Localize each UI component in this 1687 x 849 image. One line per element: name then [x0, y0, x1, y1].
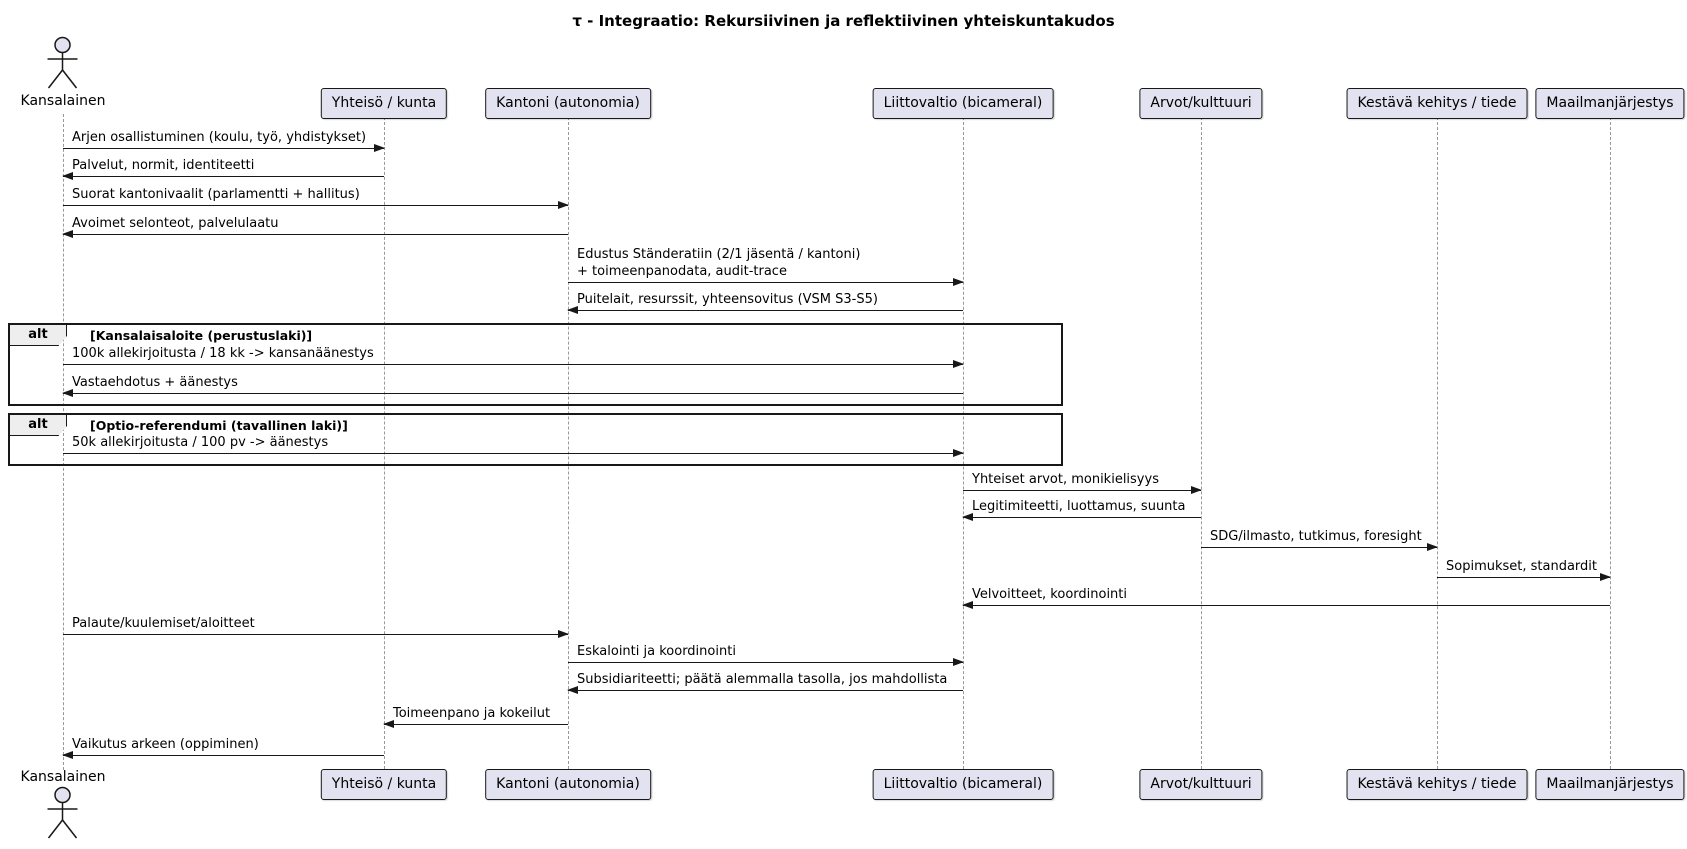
participant-box-yhteiso-bottom: Yhteisö / kunta: [320, 769, 448, 800]
message-arrow: [62, 172, 384, 180]
alt-fragment-optio-referendumi: alt [Optio-referendumi (tavallinen laki)…: [8, 413, 1063, 466]
message-row: Suorat kantonivaalit (parlamentti + hall…: [63, 186, 569, 209]
message-text: Subsidiariteetti; päätä alemmalla tasoll…: [577, 672, 948, 687]
message-row: SDG/ilmasto, tutkimus, foresight: [1201, 528, 1438, 551]
message-row: Edustus Ständeratiin (2/1 jäsentä / kant…: [568, 246, 964, 286]
lifeline-yhteiso: [384, 117, 385, 769]
actor-label: Kansalainen: [20, 93, 106, 109]
message-arrow: [63, 630, 569, 638]
message-text: Vaikutus arkeen (oppiminen): [72, 737, 259, 752]
actor-kansalainen-top: Kansalainen: [20, 36, 106, 110]
message-arrow: [1201, 543, 1438, 551]
actor-kansalainen-bottom: Kansalainen: [20, 768, 106, 842]
message-text: Eskalointi ja koordinointi: [577, 644, 736, 659]
participant-box-arvot-bottom: Arvot/kulttuuri: [1139, 769, 1263, 800]
message-text: Puitelait, resurssit, yhteensovitus (VSM…: [577, 292, 878, 307]
message-arrow: [568, 658, 964, 666]
message-row: Avoimet selonteot, palvelulaatu: [62, 215, 568, 238]
participant-box-yhteiso-top: Yhteisö / kunta: [320, 88, 448, 119]
message-arrow: [567, 306, 963, 314]
participant-box-maailman-bottom: Maailmanjärjestys: [1535, 769, 1685, 800]
message-row: Legitimiteetti, luottamus, suunta: [962, 498, 1201, 521]
message-row: Palvelut, normit, identiteetti: [62, 157, 384, 180]
participant-box-kantoni-top: Kantoni (autonomia): [485, 88, 651, 119]
message-text: Suorat kantonivaalit (parlamentti + hall…: [72, 187, 360, 202]
message-row: Sopimukset, standardit: [1437, 558, 1611, 581]
lifeline-kansalainen: [63, 114, 64, 770]
alt-operator: alt: [10, 415, 67, 436]
message-text: Legitimiteetti, luottamus, suunta: [972, 499, 1186, 514]
message-text: Yhteiset arvot, monikielisyys: [972, 472, 1159, 487]
message-arrow: [383, 720, 568, 728]
message-row: Velvoitteet, koordinointi: [962, 586, 1610, 609]
message-text: Palvelut, normit, identiteetti: [72, 158, 255, 173]
participant-box-liittovaltio-bottom: Liittovaltio (bicameral): [872, 769, 1054, 800]
message-arrow: [62, 389, 963, 397]
message-row: Palaute/kuulemiset/aloitteet: [63, 615, 569, 638]
message-arrow: [963, 486, 1202, 494]
message-arrow: [63, 360, 964, 368]
message-text: Arjen osallistuminen (koulu, työ, yhdist…: [72, 130, 367, 145]
message-row: 50k allekirjoitusta / 100 pv -> äänestys: [63, 434, 964, 457]
message-row: Eskalointi ja koordinointi: [568, 643, 964, 666]
lifeline-arvot: [1201, 117, 1202, 769]
stick-figure-icon: [47, 786, 78, 839]
message-text: 100k allekirjoitusta / 18 kk -> kansanää…: [72, 346, 374, 361]
message-arrow: [62, 751, 384, 759]
message-arrow: [62, 230, 568, 238]
message-arrow: [962, 513, 1201, 521]
message-row: Vaikutus arkeen (oppiminen): [62, 736, 384, 759]
message-text: Toimeenpano ja kokeilut: [393, 706, 551, 721]
alt-fragment-kansalaisaloite: alt [Kansalaisaloite (perustuslaki)]: [8, 323, 1063, 406]
message-text: Avoimet selonteot, palvelulaatu: [72, 216, 279, 231]
participant-box-kestava-top: Kestävä kehitys / tiede: [1346, 88, 1528, 119]
message-text: Edustus Ständeratiin (2/1 jäsentä / kant…: [577, 247, 861, 279]
message-row: Puitelait, resurssit, yhteensovitus (VSM…: [567, 291, 963, 314]
lifeline-liittovaltio: [963, 117, 964, 769]
message-arrow: [962, 601, 1610, 609]
stick-figure-icon: [47, 36, 78, 89]
message-arrow: [63, 144, 385, 152]
message-row: 100k allekirjoitusta / 18 kk -> kansanää…: [63, 345, 964, 368]
message-text: Velvoitteet, koordinointi: [972, 587, 1128, 602]
lifeline-kantoni: [568, 117, 569, 769]
participant-box-maailman-top: Maailmanjärjestys: [1535, 88, 1685, 119]
lifeline-maailman: [1610, 117, 1611, 769]
participant-box-kestava-bottom: Kestävä kehitys / tiede: [1346, 769, 1528, 800]
participant-box-arvot-top: Arvot/kulttuuri: [1139, 88, 1263, 119]
message-row: Yhteiset arvot, monikielisyys: [963, 471, 1202, 494]
participant-box-liittovaltio-top: Liittovaltio (bicameral): [872, 88, 1054, 119]
actor-label: Kansalainen: [20, 769, 106, 785]
message-arrow: [1437, 573, 1611, 581]
message-text: Sopimukset, standardit: [1446, 559, 1598, 574]
message-arrow: [568, 278, 964, 286]
alt-operator: alt: [10, 325, 67, 346]
message-arrow: [567, 686, 963, 694]
message-text: SDG/ilmasto, tutkimus, foresight: [1210, 529, 1422, 544]
alt-condition: [Optio-referendumi (tavallinen laki)]: [90, 418, 348, 433]
message-text: Vastaehdotus + äänestys: [72, 375, 238, 390]
message-row: Toimeenpano ja kokeilut: [383, 705, 568, 728]
message-text: Palaute/kuulemiset/aloitteet: [72, 616, 255, 631]
lifeline-kestava: [1437, 117, 1438, 769]
message-row: Arjen osallistuminen (koulu, työ, yhdist…: [63, 129, 385, 152]
participant-box-kantoni-bottom: Kantoni (autonomia): [485, 769, 651, 800]
diagram-title: τ - Integraatio: Rekursiivinen ja reflek…: [572, 12, 1115, 30]
alt-condition: [Kansalaisaloite (perustuslaki)]: [90, 328, 313, 343]
message-row: Vastaehdotus + äänestys: [62, 374, 963, 397]
message-text: 50k allekirjoitusta / 100 pv -> äänestys: [72, 435, 329, 450]
message-arrow: [63, 449, 964, 457]
message-row: Subsidiariteetti; päätä alemmalla tasoll…: [567, 671, 963, 694]
message-arrow: [63, 201, 569, 209]
